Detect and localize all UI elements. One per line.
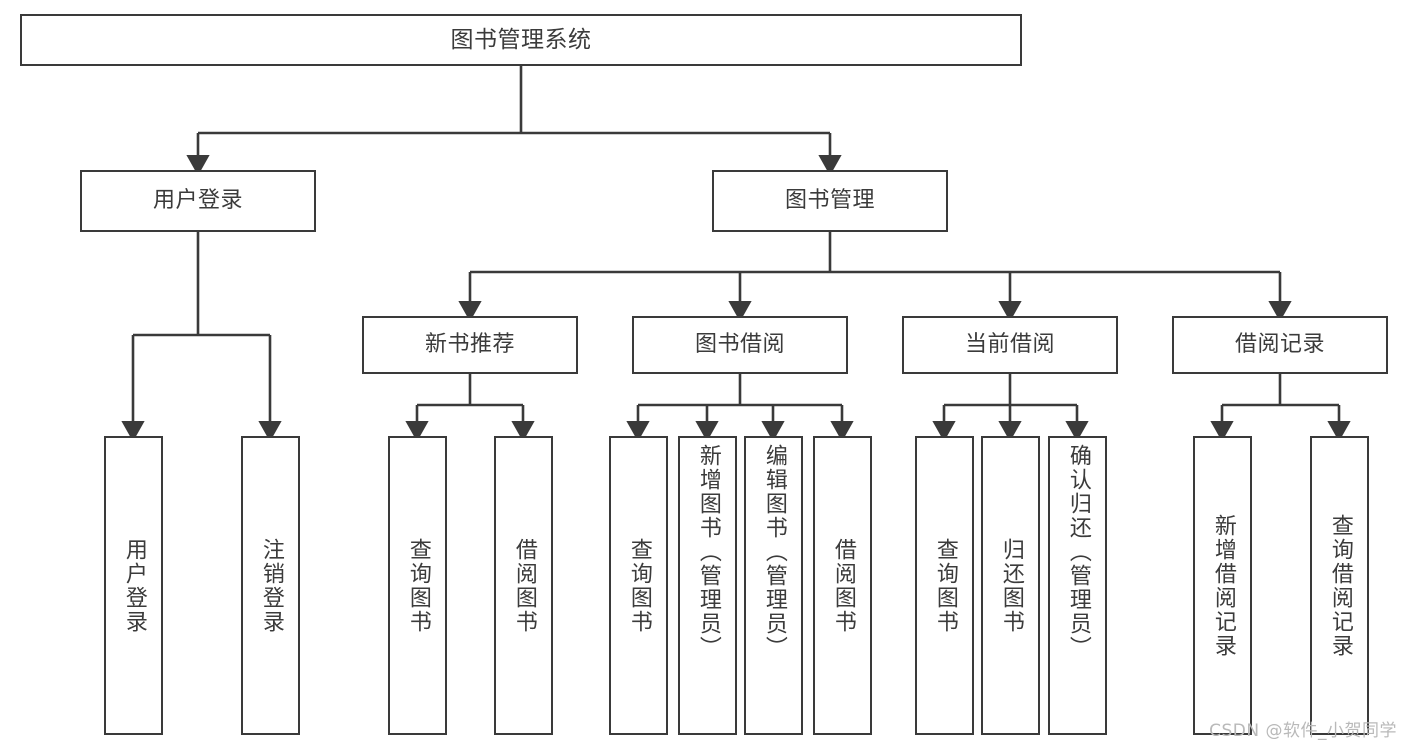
- node-leaf-return-book[interactable]: 归还图书: [981, 436, 1040, 735]
- node-current-borrow-label: 当前借阅: [964, 332, 1055, 358]
- node-leaf-borrow-book-2-label: 借阅图书: [830, 537, 856, 634]
- node-new-book-recommend-label: 新书推荐: [424, 332, 515, 358]
- node-leaf-confirm-return-label: 确认归还（管理员）: [1065, 444, 1091, 660]
- node-borrow-record[interactable]: 借阅记录: [1172, 316, 1388, 374]
- node-leaf-edit-book[interactable]: 编辑图书（管理员）: [744, 436, 803, 735]
- node-leaf-user-logout[interactable]: 注销登录: [241, 436, 300, 735]
- node-new-book-recommend[interactable]: 新书推荐: [362, 316, 578, 374]
- node-leaf-add-book[interactable]: 新增图书（管理员）: [678, 436, 737, 735]
- node-leaf-borrow-book-1[interactable]: 借阅图书: [494, 436, 553, 735]
- node-book-management[interactable]: 图书管理: [712, 170, 948, 232]
- node-leaf-edit-book-label: 编辑图书（管理员）: [761, 444, 787, 660]
- node-leaf-borrow-book-2[interactable]: 借阅图书: [813, 436, 872, 735]
- node-leaf-query-record[interactable]: 查询借阅记录: [1310, 436, 1369, 735]
- node-leaf-add-record-label: 新增借阅记录: [1210, 513, 1236, 658]
- node-leaf-user-login[interactable]: 用户登录: [104, 436, 163, 735]
- node-leaf-user-logout-label: 注销登录: [258, 537, 284, 634]
- node-borrow-record-label: 借阅记录: [1234, 332, 1325, 358]
- node-leaf-confirm-return[interactable]: 确认归还（管理员）: [1048, 436, 1107, 735]
- node-leaf-add-record[interactable]: 新增借阅记录: [1193, 436, 1252, 735]
- node-leaf-query-book-3[interactable]: 查询图书: [915, 436, 974, 735]
- node-leaf-query-record-label: 查询借阅记录: [1327, 513, 1353, 658]
- node-leaf-query-book-1-label: 查询图书: [405, 537, 431, 634]
- watermark-text: CSDN @软件_小贺同学: [1209, 721, 1397, 741]
- node-leaf-add-book-label: 新增图书（管理员）: [695, 444, 721, 660]
- node-leaf-borrow-book-1-label: 借阅图书: [511, 537, 537, 634]
- node-leaf-query-book-2-label: 查询图书: [626, 537, 652, 634]
- node-leaf-query-book-3-label: 查询图书: [932, 537, 958, 634]
- node-current-borrow[interactable]: 当前借阅: [902, 316, 1118, 374]
- node-book-borrow-label: 图书借阅: [694, 332, 785, 358]
- node-book-borrow[interactable]: 图书借阅: [632, 316, 848, 374]
- node-leaf-user-login-label: 用户登录: [121, 537, 147, 634]
- node-root-label: 图书管理系统: [450, 26, 592, 53]
- node-user-login-label: 用户登录: [152, 188, 243, 214]
- node-user-login[interactable]: 用户登录: [80, 170, 316, 232]
- node-leaf-query-book-2[interactable]: 查询图书: [609, 436, 668, 735]
- node-leaf-query-book-1[interactable]: 查询图书: [388, 436, 447, 735]
- node-book-management-label: 图书管理: [784, 188, 875, 214]
- node-leaf-return-book-label: 归还图书: [998, 537, 1024, 634]
- node-root[interactable]: 图书管理系统: [20, 14, 1022, 66]
